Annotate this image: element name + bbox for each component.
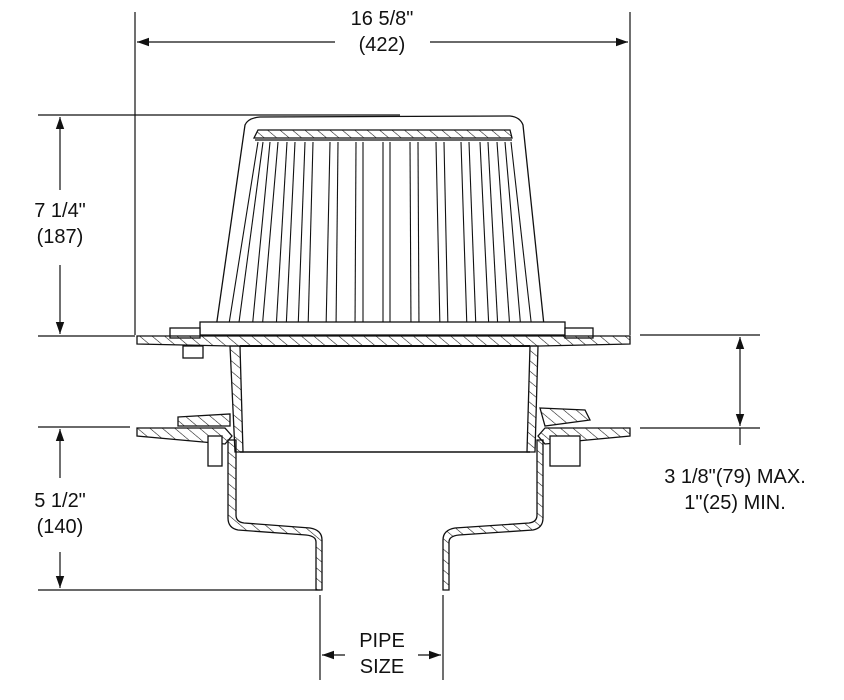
- deck-clamp-range-label: 3 1/8"(79) MAX. 1"(25) MIN.: [640, 464, 830, 516]
- overall-width-label: 16 5/8" (422): [332, 6, 432, 58]
- pipe-size-line2: SIZE: [359, 656, 405, 678]
- dome-height-imperial: 7 1/4": [34, 200, 86, 222]
- deck-clamp-min: 1"(25) MIN.: [684, 492, 786, 514]
- drain-body: [136, 335, 631, 591]
- pipe-size-label: PIPE SIZE: [342, 628, 422, 680]
- body-depth-metric: (140): [36, 516, 84, 538]
- overall-width-metric: (422): [358, 34, 406, 56]
- dimension-lines: [38, 12, 760, 680]
- body-depth-label: 5 1/2" (140): [10, 488, 110, 540]
- body-depth-imperial: 5 1/2": [34, 490, 86, 512]
- overall-width-imperial: 16 5/8": [350, 8, 414, 30]
- dome-strainer: [169, 115, 594, 339]
- deck-clamp-max: 3 1/8"(79) MAX.: [664, 466, 806, 488]
- dome-height-label: 7 1/4" (187): [10, 198, 110, 250]
- dome-height-metric: (187): [36, 226, 84, 248]
- pipe-size-line1: PIPE: [359, 630, 405, 652]
